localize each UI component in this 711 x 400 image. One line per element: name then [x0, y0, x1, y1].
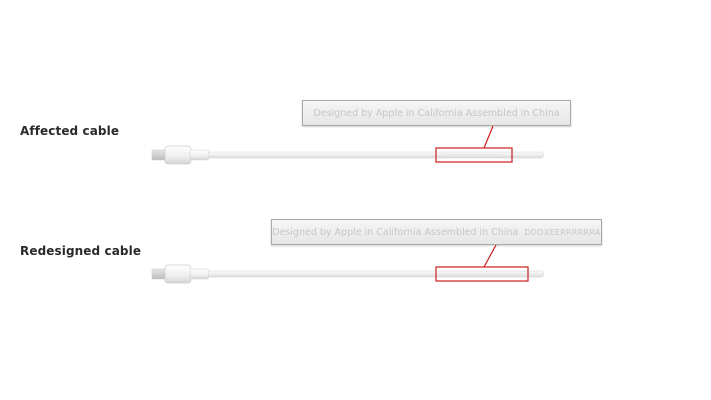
cable-cord [207, 270, 545, 278]
affected-cable [151, 125, 545, 165]
lightning-tip [151, 149, 167, 161]
redesigned-cable-callout-text: Designed by Apple in California Assemble… [272, 226, 519, 238]
cable-cord [207, 151, 545, 159]
affected-cable-callout-text: Designed by Apple in California Assemble… [313, 107, 560, 119]
redesigned-cable-callout: Designed by Apple in California Assemble… [271, 219, 602, 245]
callout-pointer [483, 125, 494, 149]
affected-cable-label: Affected cable [20, 124, 120, 138]
redesigned-cable-callout-code: DDDXEERRRRRRA [524, 227, 601, 237]
highlight-box [435, 266, 529, 282]
connector-housing [164, 145, 192, 165]
redesigned-cable-label: Redesigned cable [20, 244, 142, 258]
highlight-box [435, 147, 513, 163]
affected-cable-callout: Designed by Apple in California Assemble… [302, 100, 571, 126]
redesigned-cable [151, 244, 545, 284]
connector-housing [164, 264, 192, 284]
lightning-tip [151, 268, 167, 280]
strain-relief [189, 149, 210, 161]
callout-pointer [483, 244, 497, 268]
strain-relief [189, 268, 210, 280]
